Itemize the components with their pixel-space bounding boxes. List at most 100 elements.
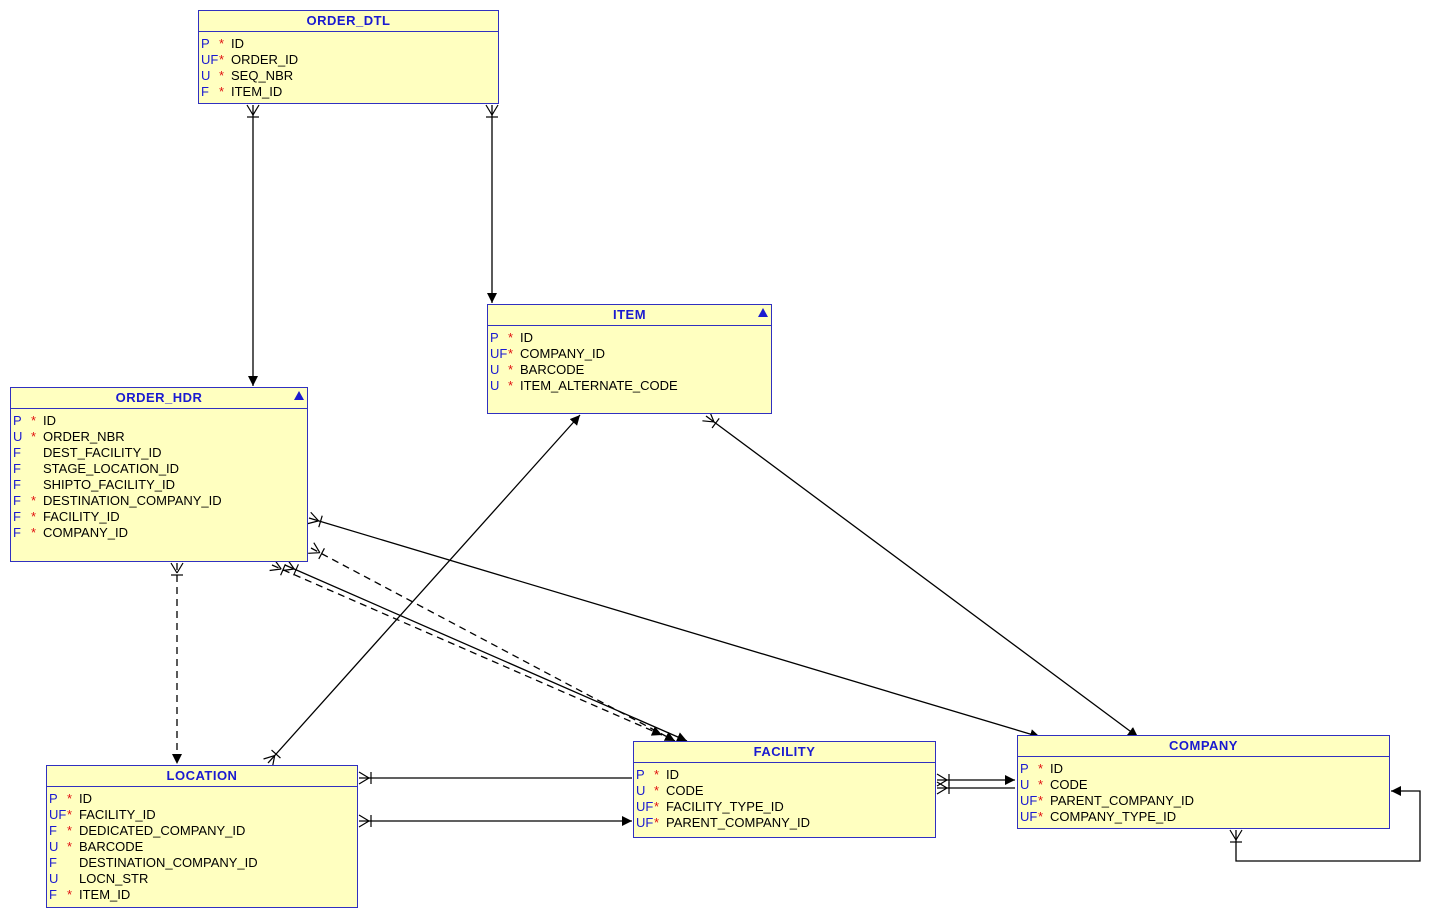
column-key-flag: U (13, 429, 23, 444)
column-key-flag: F (49, 823, 57, 838)
triangle-icon (294, 391, 304, 400)
column-name: ID (43, 413, 56, 428)
column-row: UF*COMPANY_TYPE_ID (1018, 809, 1389, 825)
crows-foot-icon (246, 104, 260, 118)
required-mark: * (31, 525, 37, 540)
column-key-flag: F (49, 887, 57, 902)
required-mark: * (31, 429, 37, 444)
required-mark: * (654, 783, 660, 798)
column-row: P*ID (1018, 761, 1389, 777)
column-key-flag: P (490, 330, 499, 345)
column-row: F * COMPANY_ID (11, 525, 307, 541)
relationship-line (308, 517, 1041, 739)
column-row: P*ID (47, 791, 357, 807)
column-key-flag: U (49, 839, 59, 854)
column-name: BARCODE (79, 839, 144, 854)
entity-title: ORDER_DTL (306, 13, 391, 28)
required-mark: * (67, 791, 73, 806)
required-mark: * (1038, 777, 1044, 792)
column-key-flag: U (201, 68, 211, 83)
column-row: UF*PARENT_COMPANY_ID (634, 815, 935, 831)
required-mark: * (508, 330, 514, 345)
column-name: COMPANY_TYPE_ID (1050, 809, 1177, 824)
entity-header: LOCATION (47, 766, 357, 787)
column-row: P*ID (488, 330, 771, 346)
column-row: U*BARCODE (488, 362, 771, 378)
column-key-flag: P (49, 791, 58, 806)
column-row: U*SEQ_NBR (199, 68, 498, 84)
entity-header: ORDER_DTL (199, 11, 498, 32)
crows-foot-icon (358, 771, 372, 785)
column-row: UF*PARENT_COMPANY_ID (1018, 793, 1389, 809)
required-mark: * (67, 807, 73, 822)
column-row: U * ORDER_NBR (11, 429, 307, 445)
crows-foot-icon (358, 814, 372, 828)
column-key-flag: F (13, 461, 21, 476)
required-mark: * (508, 378, 514, 393)
required-mark: * (67, 823, 73, 838)
column-row: F * DEDICATED_COMPANY_ID (47, 823, 357, 839)
column-name: DEDICATED_COMPANY_ID (79, 823, 246, 838)
column-key-flag: U (490, 362, 500, 377)
entity-title: ORDER_HDR (115, 390, 203, 405)
column-row: UF* COMPANY_ID (488, 346, 771, 362)
column-name: FACILITY_TYPE_ID (666, 799, 784, 814)
column-name: CODE (666, 783, 704, 798)
column-key-flag: UF (636, 815, 654, 830)
column-key-flag: F (13, 509, 21, 524)
crows-foot-icon (1229, 829, 1243, 843)
required-mark: * (31, 493, 37, 508)
column-row: U*ITEM_ALTERNATE_CODE (488, 378, 771, 394)
column-key-flag: UF (490, 346, 508, 361)
column-name: ITEM_ID (79, 887, 131, 902)
triangle-icon (758, 308, 768, 317)
entity-title: FACILITY (753, 744, 816, 759)
column-row: U*CODE (1018, 777, 1389, 793)
column-name: PARENT_COMPANY_ID (1050, 793, 1194, 808)
entity-header: FACILITY (634, 742, 935, 763)
column-key-flag: U (636, 783, 646, 798)
column-row: UF*ORDER_ID (199, 52, 498, 68)
required-mark: * (1038, 809, 1044, 824)
column-row: P*ID (11, 413, 307, 429)
column-name: ORDER_NBR (43, 429, 125, 444)
entity-title: COMPANY (1169, 738, 1238, 753)
column-key-flag: F (13, 525, 21, 540)
column-row: F*ITEM_ID (47, 887, 357, 903)
relationship-line (705, 415, 1139, 738)
column-name: SHIPTO_FACILITY_ID (43, 477, 175, 492)
column-name: COMPANY_ID (520, 346, 605, 361)
column-name: FACILITY_ID (79, 807, 156, 822)
column-name: BARCODE (520, 362, 585, 377)
column-name: ID (1050, 761, 1063, 776)
required-mark: * (654, 767, 660, 782)
column-key-flag: UF (201, 52, 219, 67)
column-row: P*ID (634, 767, 935, 783)
column-key-flag: P (636, 767, 645, 782)
required-mark: * (508, 346, 514, 361)
column-name: LOCN_STR (79, 871, 149, 886)
column-name: DESTINATION_COMPANY_ID (43, 493, 222, 508)
entity-header: ORDER_HDR (11, 388, 307, 409)
required-mark: * (67, 839, 73, 854)
column-name: FACILITY_ID (43, 509, 120, 524)
column-name: COMPANY_ID (43, 525, 128, 540)
column-key-flag: F (13, 445, 21, 460)
required-mark: * (1038, 761, 1044, 776)
required-mark: * (1038, 793, 1044, 808)
required-mark: * (31, 413, 37, 428)
column-key-flag: U (1020, 777, 1030, 792)
column-row: UF*FACILITY_ID (47, 807, 357, 823)
